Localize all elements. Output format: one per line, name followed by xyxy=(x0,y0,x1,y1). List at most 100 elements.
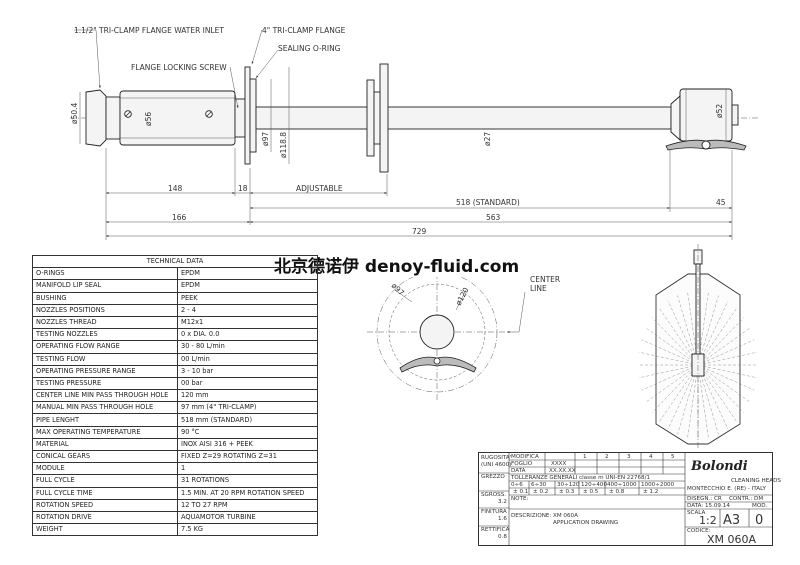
spray-ray xyxy=(677,364,699,435)
modifica-label: MODIFICA xyxy=(511,454,539,460)
tolerance-range: 6÷30 xyxy=(531,482,547,488)
descrizione-value: XM 060A xyxy=(553,513,578,519)
codice-label: CODICE: xyxy=(687,528,711,534)
grezzo-label: GREZZO xyxy=(481,474,505,480)
dim-166: 166 xyxy=(172,213,187,222)
revision-col: 2 xyxy=(605,454,609,460)
mod-label: MOD. xyxy=(752,503,768,509)
spec-value: EPDM xyxy=(177,279,318,293)
uni-label: (UNI 4600) xyxy=(481,462,512,468)
dim-518: 518 (STANDARD) xyxy=(456,198,520,207)
spray-ray xyxy=(638,364,699,379)
company-sub: CLEANING HEADS xyxy=(731,478,781,484)
spec-value: 1.5 MIN. AT 20 RPM ROTATION SPEED xyxy=(177,486,318,500)
callouts: 1.1/2" TRI-CLAMP FLANGE WATER INLET 4" T… xyxy=(74,26,346,109)
spec-name: MATERIAL xyxy=(32,437,178,452)
spec-value: FIXED Z=29 ROTATING Z=31 xyxy=(177,449,318,464)
nozzle-arm-front xyxy=(399,356,477,373)
spray-ray xyxy=(697,364,709,438)
descrizione-label: DESCRIZIONE: xyxy=(511,513,552,519)
spec-name: MANIFOLD LIP SEAL xyxy=(32,279,178,293)
scala-label: SCALA xyxy=(687,510,706,516)
spray-ray xyxy=(697,364,745,413)
callout-water-inlet: 1.1/2" TRI-CLAMP FLANGE WATER INLET xyxy=(74,26,224,35)
dim-45: 45 xyxy=(716,198,726,207)
spray-ray xyxy=(697,364,758,379)
spec-name: TESTING NOZZLES xyxy=(32,328,178,342)
dim-d27: ø27 xyxy=(483,132,492,146)
spec-value: 1 xyxy=(177,462,318,476)
pipe xyxy=(255,106,672,130)
length-dimensions: 148 18 ADJUSTABLE 518 (STANDARD) 45 166 … xyxy=(105,148,733,240)
side-view xyxy=(70,63,760,173)
title-block: RUGOSITA' (UNI 4600) GREZZO SGROSS. 3.2 … xyxy=(478,452,781,546)
front-view: ø97 ø120 CENTER LINE xyxy=(367,262,560,402)
spray-ray xyxy=(641,339,699,366)
spec-name: TESTING PRESSURE xyxy=(32,376,178,391)
sgross-label: SGROSS. xyxy=(481,492,507,498)
spec-name: ROTATION DRIVE xyxy=(32,510,178,525)
spec-name: CONICAL GEARS xyxy=(32,449,178,464)
note-label: NOTE: xyxy=(511,496,529,502)
tolerance-value: ± 0.3 xyxy=(559,489,575,495)
spray-ray xyxy=(697,364,719,435)
tolerance-value: ± 0.5 xyxy=(583,489,599,495)
date-label: DATA: 15.09.14 xyxy=(687,503,730,509)
spray-ray xyxy=(687,364,699,438)
scale-value: 1:2 xyxy=(699,514,717,527)
spec-name: MODULE xyxy=(32,462,178,476)
spray-ray xyxy=(697,327,751,366)
spec-value: 00 bar xyxy=(177,376,318,391)
tolerance-range: 0÷6 xyxy=(511,482,523,488)
callout-center-line-1: CENTER xyxy=(530,275,560,284)
spec-name: PIPE LENGHT xyxy=(32,413,178,427)
dim-d56: ø56 xyxy=(144,112,153,126)
data-value: XX.XX.XX xyxy=(549,468,576,474)
tolerance-range: 30÷120 xyxy=(557,482,580,488)
dim-d97: ø97 xyxy=(261,132,270,146)
dim-148: 148 xyxy=(168,184,183,193)
dim-d118-8: ø118.8 xyxy=(279,132,288,158)
spec-value: 0 x DIA. 0.0 xyxy=(177,328,318,342)
foglio-value: XXXX xyxy=(551,461,567,467)
revision-col: 1 xyxy=(583,454,587,460)
tolerance-range: 120÷400 xyxy=(581,482,608,488)
spray-ray xyxy=(697,364,755,391)
spec-name: FULL CYCLE TIME xyxy=(32,486,178,500)
spec-value: 90 °C xyxy=(177,425,318,439)
spec-value: 97 mm (4" TRI-CLAMP) xyxy=(177,401,318,415)
tolerance-range: 400÷1000 xyxy=(607,482,637,488)
rugosita-label: RUGOSITA' xyxy=(481,455,512,461)
spray-ray xyxy=(645,327,699,366)
sgross-value: 3.2 xyxy=(498,499,507,505)
spec-value: 31 ROTATIONS xyxy=(177,474,318,488)
spec-name: MANUAL MIN PASS THROUGH HOLE xyxy=(32,401,178,415)
tank-view xyxy=(638,244,758,450)
contr-label: CONTR.: DM xyxy=(729,496,764,502)
spray-ray xyxy=(697,317,745,366)
format-value: A3 xyxy=(723,513,741,528)
dim-d120-circle: ø120 xyxy=(454,286,471,307)
technical-data-title: TECHNICAL DATA xyxy=(32,254,318,269)
dim-adjustable: ADJUSTABLE xyxy=(296,184,343,193)
callout-4in-flange: 4" TRI-CLAMP FLANGE xyxy=(262,26,346,35)
spec-name: ROTATION SPEED xyxy=(32,498,178,512)
tolerance-value: ± 0.8 xyxy=(609,489,625,495)
spec-value: 7.5 KG xyxy=(177,523,318,537)
spray-ray xyxy=(697,351,758,366)
spec-name: MAX OPERATING TEMPERATURE xyxy=(32,425,178,439)
spray-ray xyxy=(697,295,719,366)
